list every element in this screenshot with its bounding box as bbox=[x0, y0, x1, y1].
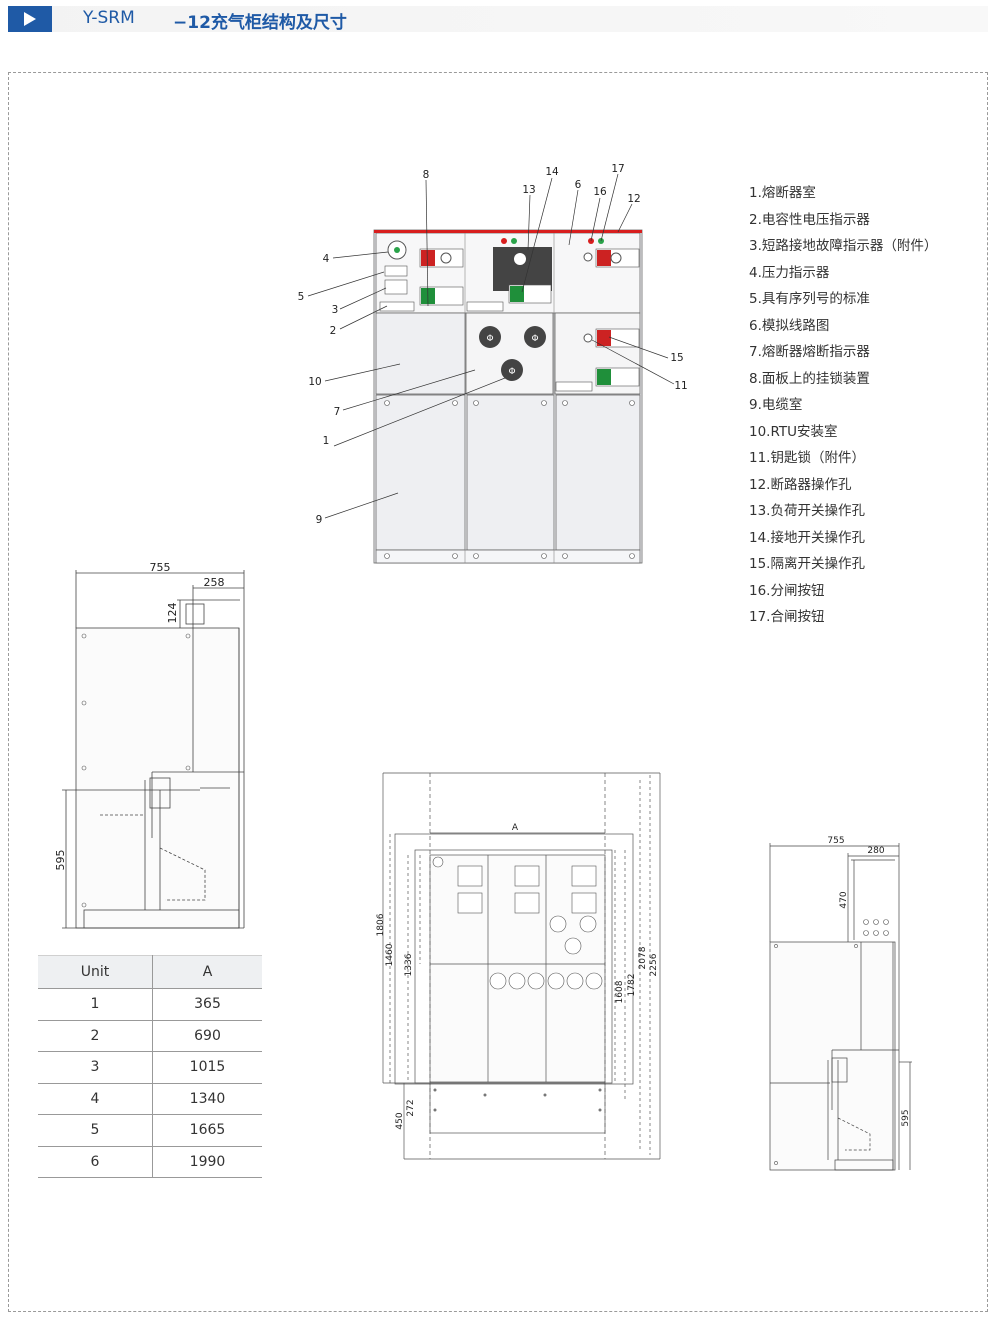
dim-side-width: 755 bbox=[150, 561, 171, 574]
callout-15: 15 bbox=[670, 352, 683, 364]
svg-text:Φ: Φ bbox=[486, 334, 493, 344]
legend-item: 12.断路器操作孔 bbox=[749, 476, 852, 493]
dim-1336: 1336 bbox=[404, 953, 414, 976]
legend-item: 5.具有序列号的标准 bbox=[749, 291, 870, 307]
callout-10: 10 bbox=[308, 376, 321, 388]
callout-9: 9 bbox=[316, 514, 323, 526]
table-header-unit: Unit bbox=[38, 955, 153, 989]
legend-item: 6.模拟线路图 bbox=[749, 317, 830, 334]
legend-item: 13.负荷开关操作孔 bbox=[749, 503, 865, 519]
callout-6: 6 bbox=[575, 179, 582, 191]
drawing-frame bbox=[8, 72, 988, 1312]
callout-16: 16 bbox=[593, 186, 607, 198]
legend-item: 11.钥匙锁（附件） bbox=[749, 450, 865, 466]
legend-item: 2.电容性电压指示器 bbox=[749, 211, 870, 228]
legend-item: 17.合闸按钮 bbox=[749, 609, 825, 625]
legend-item: 15.隔离开关操作孔 bbox=[749, 556, 865, 572]
model-name: Y-SRM bbox=[83, 8, 135, 28]
callout-12: 12 bbox=[627, 193, 640, 205]
dim-right-height: 595 bbox=[901, 1109, 911, 1126]
front-view-diagram: Φ Φ Φ 1 2 3 4 5 6 7 8 9 10 bbox=[298, 163, 688, 564]
callout-3: 3 bbox=[332, 304, 339, 316]
legend-item: 16.分闸按钮 bbox=[749, 582, 825, 599]
dim-2078: 2078 bbox=[638, 946, 648, 969]
callout-11: 11 bbox=[674, 380, 687, 392]
plan-view-diagram: A 1806 1460 1336 1608 1782 2078 2256 450… bbox=[376, 772, 661, 1160]
dim-272: 272 bbox=[406, 1099, 416, 1116]
dim-1460: 1460 bbox=[385, 943, 395, 966]
component-legend: 1.熔断器室 2.电容性电压指示器 3.短路接地故障指示器（附件） 4.压力指示… bbox=[749, 182, 937, 633]
callout-1: 1 bbox=[323, 435, 330, 447]
legend-item: 3.短路接地故障指示器（附件） bbox=[749, 238, 938, 254]
dim-1608: 1608 bbox=[615, 980, 625, 1003]
side-view-left: 755 258 124 595 bbox=[54, 561, 245, 929]
callout-13: 13 bbox=[522, 184, 535, 196]
callout-17: 17 bbox=[611, 163, 624, 175]
legend-item: 7.熔断器熔断指示器 bbox=[749, 344, 870, 360]
callout-14: 14 bbox=[545, 166, 559, 178]
page-title: −12充气柜结构及尺寸 bbox=[173, 13, 347, 33]
legend-item: 4.压力指示器 bbox=[749, 264, 830, 281]
dim-width-a: A bbox=[512, 823, 519, 833]
dim-side-height: 595 bbox=[54, 850, 67, 871]
legend-item: 9.电缆室 bbox=[749, 397, 803, 413]
legend-item: 14.接地开关操作孔 bbox=[749, 529, 865, 546]
dim-1806: 1806 bbox=[376, 913, 386, 936]
page-header: Y-SRM −12充气柜结构及尺寸 bbox=[8, 6, 988, 33]
dim-side-depth: 258 bbox=[204, 576, 225, 589]
svg-text:Φ: Φ bbox=[531, 334, 538, 344]
dim-right-width: 755 bbox=[827, 836, 844, 846]
dim-right-depth: 280 bbox=[867, 846, 884, 856]
dim-450: 450 bbox=[395, 1112, 405, 1129]
dim-side-top: 124 bbox=[166, 603, 179, 624]
legend-item: 10.RTU安装室 bbox=[749, 423, 838, 440]
legend-item: 1.熔断器室 bbox=[749, 185, 816, 201]
dim-2256: 2256 bbox=[649, 953, 659, 976]
callout-4: 4 bbox=[323, 253, 330, 265]
dim-right-top: 470 bbox=[839, 891, 849, 908]
callout-5: 5 bbox=[298, 291, 305, 303]
callout-2: 2 bbox=[330, 325, 337, 337]
play-icon bbox=[8, 6, 52, 32]
callout-8: 8 bbox=[423, 169, 430, 181]
dim-1782: 1782 bbox=[627, 974, 637, 997]
callout-7: 7 bbox=[334, 406, 341, 418]
table-header-a: A bbox=[152, 955, 262, 989]
legend-item: 8.面板上的挂锁装置 bbox=[749, 370, 870, 387]
side-view-right: 755 280 470 595 bbox=[769, 836, 912, 1171]
svg-text:Φ: Φ bbox=[508, 367, 515, 377]
